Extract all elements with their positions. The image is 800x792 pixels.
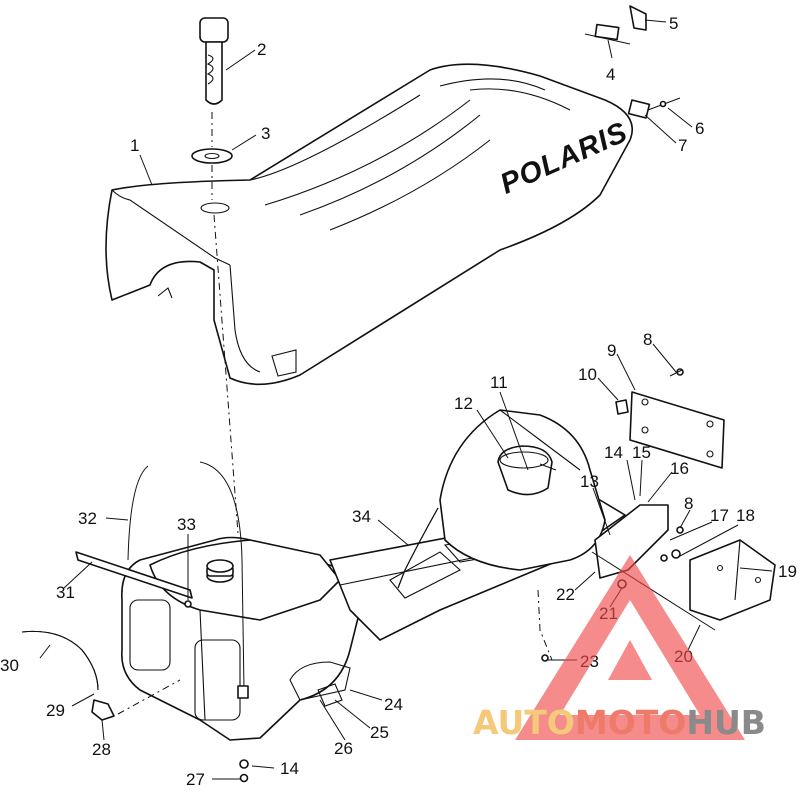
washer bbox=[191, 148, 233, 164]
watermark-text: AUTOMOTOHUB bbox=[473, 703, 766, 742]
callout-4: 4 bbox=[606, 65, 615, 84]
callout-8: 8 bbox=[643, 330, 652, 349]
callout-18: 18 bbox=[736, 506, 755, 525]
callout-27: 27 bbox=[186, 770, 205, 787]
callout-11: 11 bbox=[490, 373, 508, 392]
callout-17: 17 bbox=[710, 506, 729, 525]
callout-8b: 8 bbox=[684, 494, 693, 513]
watermark-moto: MOTO bbox=[575, 703, 686, 742]
watermark-triangle bbox=[515, 555, 745, 740]
callout-14b: 14 bbox=[280, 759, 299, 778]
watermark-hub: HUB bbox=[686, 703, 766, 742]
callout-3: 3 bbox=[261, 124, 270, 143]
callout-1: 1 bbox=[130, 136, 139, 155]
callout-31: 31 bbox=[56, 583, 75, 602]
seat: POLARIS bbox=[105, 63, 633, 386]
callout-16: 16 bbox=[670, 459, 689, 478]
hardware-top-right bbox=[584, 5, 681, 119]
oil-tank bbox=[439, 409, 606, 571]
hose bbox=[21, 630, 99, 691]
callout-25: 25 bbox=[370, 723, 389, 742]
callout-33: 33 bbox=[177, 515, 196, 534]
strap bbox=[75, 551, 193, 599]
callout-34: 34 bbox=[352, 507, 371, 526]
callout-2: 2 bbox=[257, 40, 266, 59]
callout-32: 32 bbox=[78, 509, 97, 528]
callout-15: 15 bbox=[632, 443, 651, 462]
callout-numbers: 1 2 3 4 5 6 7 8 9 10 11 12 13 14 15 16 8… bbox=[0, 14, 797, 789]
rear-bracket bbox=[591, 504, 776, 631]
callout-5: 5 bbox=[669, 14, 678, 33]
callout-14a: 14 bbox=[604, 443, 623, 462]
fuel-cap bbox=[199, 17, 229, 105]
callout-6: 6 bbox=[695, 119, 704, 138]
callout-10: 10 bbox=[578, 365, 597, 384]
callout-28: 28 bbox=[92, 740, 111, 759]
fitting bbox=[91, 699, 115, 721]
callout-7: 7 bbox=[678, 136, 687, 155]
callout-22: 22 bbox=[556, 585, 575, 604]
plate-bracket bbox=[615, 368, 725, 469]
fuel-line-right bbox=[199, 461, 245, 691]
callout-24: 24 bbox=[384, 695, 403, 714]
callout-9: 9 bbox=[607, 341, 616, 360]
callout-19: 19 bbox=[778, 562, 797, 581]
callout-13: 13 bbox=[580, 472, 599, 491]
callout-29: 29 bbox=[46, 701, 65, 720]
watermark-logo bbox=[515, 555, 745, 740]
callout-12: 12 bbox=[454, 394, 473, 413]
callout-26: 26 bbox=[334, 739, 353, 758]
watermark-auto: AUTO bbox=[473, 703, 575, 742]
fuel-line-left bbox=[127, 465, 149, 561]
callout-30: 30 bbox=[0, 656, 19, 675]
fuel-tank bbox=[121, 536, 362, 741]
leader-lines bbox=[39, 19, 773, 780]
